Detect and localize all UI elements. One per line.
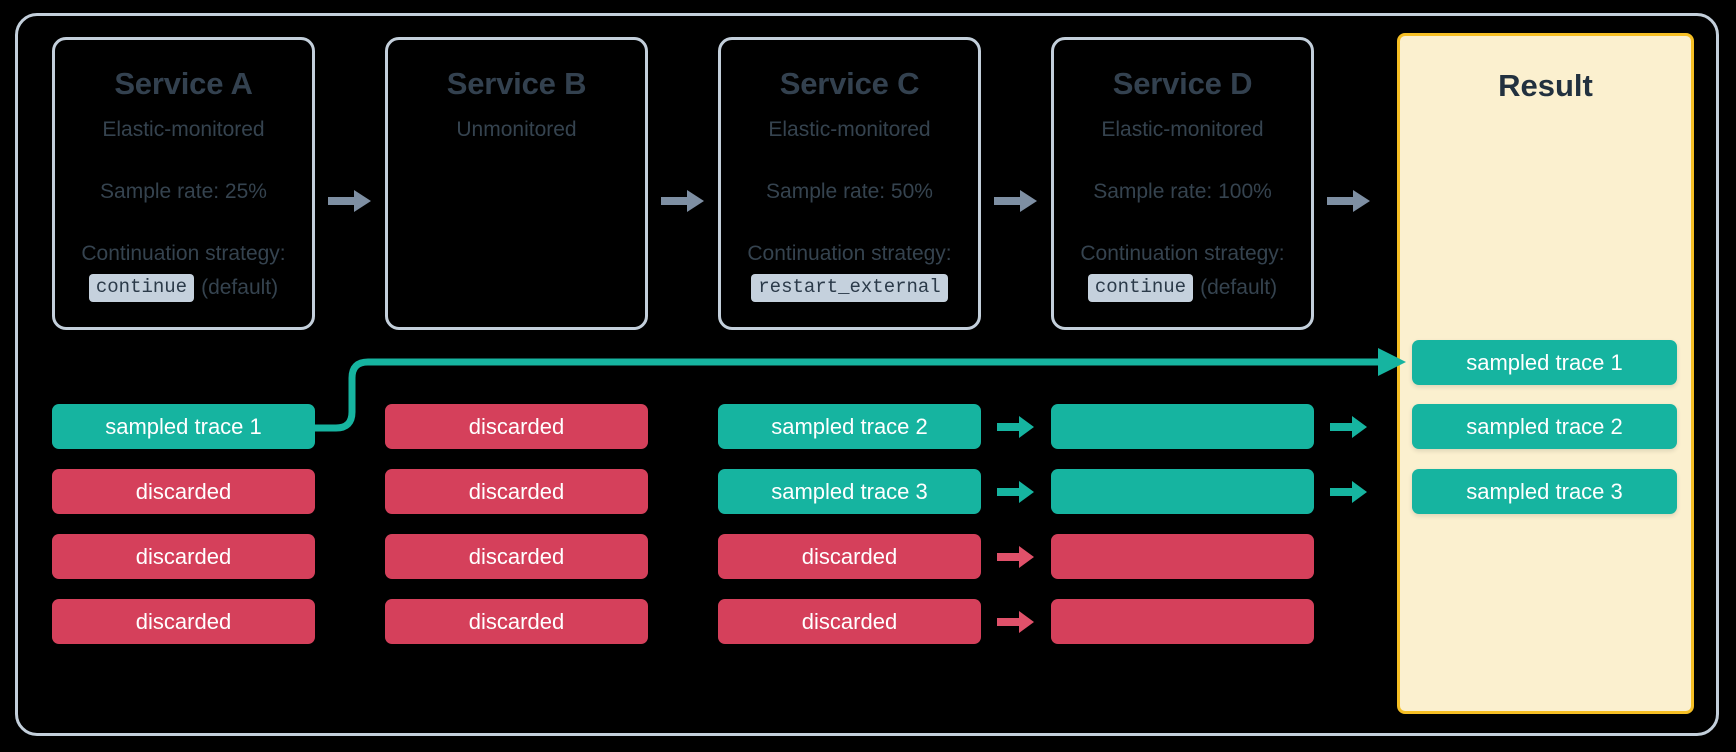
service-sample-rate: Sample rate: 50% [766, 180, 933, 203]
flow-arrow-c-to-d-icon [994, 189, 1038, 213]
service-monitoring-status: Elastic-monitored [102, 118, 265, 141]
service-sample-rate: Sample rate: 25% [100, 180, 267, 203]
trace-arrow-discarded-icon [997, 611, 1035, 633]
service-strategy-value: restart_external [751, 273, 948, 302]
service-title: Service A [114, 66, 253, 101]
trace-pill [1051, 469, 1314, 514]
service-card-c: Service C Elastic-monitored Sample rate:… [718, 37, 981, 330]
service-strategy-label: Continuation strategy: [747, 242, 952, 265]
service-title: Service B [446, 66, 587, 101]
trace-pill [1051, 534, 1314, 579]
service-card-a: Service A Elastic-monitored Sample rate:… [52, 37, 315, 330]
service-sample-rate: Sample rate: 100% [1093, 180, 1272, 203]
service-strategy-value: continue [1087, 273, 1194, 302]
trace-pill: sampled trace 3 [718, 469, 981, 514]
service-card-b: Service B Unmonitored [385, 37, 648, 330]
service-strategy-row: continue (default) [55, 273, 312, 302]
trace-pill [1051, 599, 1314, 644]
service-strategy-row: continue (default) [1054, 273, 1311, 302]
flow-arrow-a-to-b-icon [328, 189, 372, 213]
trace-pill: discarded [385, 469, 648, 514]
service-monitoring-status: Unmonitored [456, 118, 577, 141]
service-title: Service C [779, 66, 920, 101]
service-strategy-label: Continuation strategy: [81, 242, 286, 265]
trace-arrow-discarded-icon [997, 546, 1035, 568]
service-strategy-note: (default) [201, 275, 279, 299]
trace-pill [1051, 404, 1314, 449]
trace-pill: discarded [52, 534, 315, 579]
flow-arrow-d-to-result-icon [1327, 189, 1371, 213]
result-trace-pill: sampled trace 1 [1412, 340, 1677, 385]
trace-pill: discarded [718, 534, 981, 579]
trace-arrow-sampled-icon [997, 481, 1035, 503]
service-monitoring-status: Elastic-monitored [768, 118, 931, 141]
trace-pill: discarded [385, 404, 648, 449]
trace-pill: discarded [718, 599, 981, 644]
service-strategy-note: (default) [1200, 275, 1278, 299]
trace-pill: discarded [385, 534, 648, 579]
trace-pill: discarded [385, 599, 648, 644]
service-strategy-label: Continuation strategy: [1080, 242, 1285, 265]
trace-pill: discarded [52, 599, 315, 644]
trace-arrow-sampled-icon [1330, 416, 1368, 438]
service-title: Service D [1112, 66, 1253, 101]
trace-pill: sampled trace 2 [718, 404, 981, 449]
curved-connector-a-to-result [300, 340, 1410, 450]
service-monitoring-status: Elastic-monitored [1101, 118, 1264, 141]
trace-arrow-sampled-icon [997, 416, 1035, 438]
service-strategy-row: restart_external [721, 273, 978, 302]
result-trace-pill: sampled trace 2 [1412, 404, 1677, 449]
service-card-d: Service D Elastic-monitored Sample rate:… [1051, 37, 1314, 330]
trace-pill: sampled trace 1 [52, 404, 315, 449]
service-strategy-value: continue [88, 273, 195, 302]
trace-pill: discarded [52, 469, 315, 514]
flow-arrow-b-to-c-icon [661, 189, 705, 213]
trace-arrow-sampled-icon [1330, 481, 1368, 503]
result-trace-pill: sampled trace 3 [1412, 469, 1677, 514]
result-title: Result [1498, 68, 1593, 103]
